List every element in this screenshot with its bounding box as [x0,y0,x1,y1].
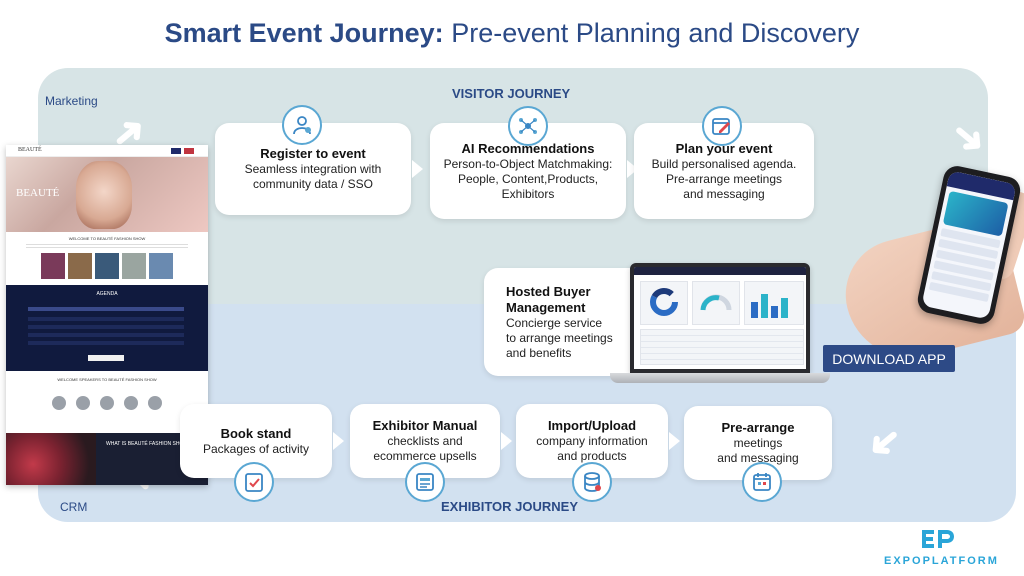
calendar-icon [742,462,782,502]
step-title: Import/Upload [547,418,637,433]
step-desc: Person-to-Object Matchmaking: [443,156,613,171]
step-desc: Seamless integration with [244,162,382,176]
website-agenda: AGENDA [6,285,208,371]
step-register: Register to event Seamless integration w… [215,123,411,215]
step-title: AI Recommendations [461,140,595,156]
step-import-upload: Import/Upload company information and pr… [516,404,668,478]
step-title: Book stand [220,425,292,441]
website-footer-text: WHAT IS BEAUTÉ FASHION SHOW? [106,441,191,447]
page-title: Smart Event Journey: Pre-event Planning … [0,18,1024,49]
download-app-button[interactable]: DOWNLOAD APP [823,345,955,372]
title-rest: Pre-event Planning and Discovery [443,18,860,48]
step-desc: Build personalised agenda. [651,156,797,171]
step-book-stand: Book stand Packages of activity [180,404,332,478]
step-desc: community data / SSO [252,177,374,191]
step-title: Register to event [260,146,366,161]
chevron-right-icon [333,432,344,450]
checklist-icon [234,462,274,502]
user-check-icon [282,105,322,145]
brand-name: EXPOPLATFORM [884,555,999,567]
document-icon [405,462,445,502]
step-desc: meetings [733,436,783,450]
chevron-right-icon [412,160,423,178]
database-icon [572,462,612,502]
step-desc: Exhibitors [501,186,555,201]
step-desc: ecommerce upsells [373,449,477,463]
step-title: Plan your event [675,140,773,156]
step-title: Pre-arrange [721,420,795,435]
dashboard-table [640,329,804,365]
step-desc: Pre-arrange meetings [665,171,783,186]
step-pre-arrange: Pre-arrange meetings and messaging [684,406,832,480]
laptop-dashboard [630,263,810,373]
chevron-right-icon [501,432,512,450]
step-desc: company information [536,434,648,448]
hosted-buyer-desc: to arrange meetings [506,330,613,345]
step-desc: Packages of activity [202,441,310,456]
step-desc: and products [557,449,627,463]
step-title: Exhibitor Manual [372,418,478,433]
chevron-right-icon [627,160,638,178]
website-footer: WHAT IS BEAUTÉ FASHION SHOW? [6,433,208,485]
title-bold: Smart Event Journey: [164,18,444,48]
step-ai-recommendations: AI Recommendations Person-to-Object Matc… [430,123,626,219]
step-desc: checklists and [387,434,463,448]
network-icon [508,106,548,146]
laptop-base [610,373,830,383]
marketing-label: Marketing [45,94,98,108]
dashboard-panel [744,281,804,325]
step-desc: People, Content,Products, [457,171,599,186]
event-website-mockup: BEAUTÉ BEAUTÉ WELCOME TO BEAUTÉ FASHION … [6,145,208,485]
dashboard-header [634,267,806,275]
website-speakers: WELCOME SPEAKERS TO BEAUTÉ FASHION SHOW [57,377,157,382]
website-welcome: WELCOME TO BEAUTÉ FASHION SHOW [68,236,146,241]
website-hero-brand: BEAUTÉ [16,187,60,199]
website-logo: BEAUTÉ [18,147,42,153]
expoplatform-logo-icon [920,528,956,550]
hosted-buyer-title: Hosted Buyer [506,283,591,299]
dashboard-panel [640,281,688,325]
website-agenda-title: AGENDA [96,291,118,297]
visitor-journey-label: VISITOR JOURNEY [452,86,571,101]
hosted-buyer-title: Management [506,299,586,315]
hosted-buyer-desc: and benefits [506,345,572,360]
crm-label: CRM [60,500,88,514]
hosted-buyer-desc: Concierge service [506,315,603,330]
dashboard-panel [692,281,740,325]
step-desc: and messaging [683,186,765,201]
calendar-edit-icon [702,106,742,146]
chevron-right-icon [669,432,680,450]
exhibitor-journey-label: EXHIBITOR JOURNEY [441,499,579,514]
step-desc: and messaging [717,451,799,465]
website-hero: BEAUTÉ [6,157,208,232]
